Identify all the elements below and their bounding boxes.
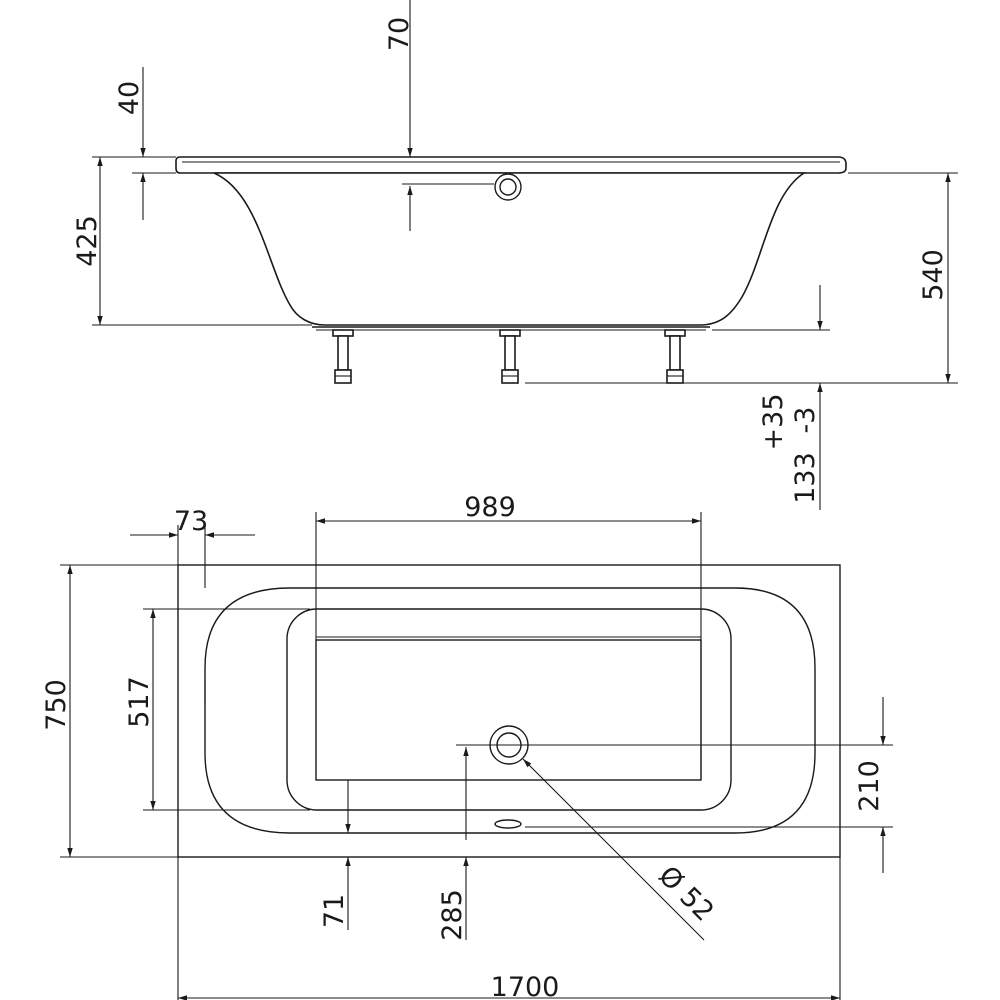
side-view: 70 40 425 540 +35 -3 133 bbox=[72, 0, 958, 510]
tub-rim bbox=[175, 156, 847, 174]
tub-flat-bottom bbox=[315, 639, 702, 781]
dim-71-label: 71 bbox=[319, 894, 350, 928]
dim-73-label: 73 bbox=[174, 506, 208, 537]
dim-52-label: Ø 52 bbox=[652, 860, 719, 927]
dim-52-leader bbox=[522, 758, 705, 941]
dim-70-label: 70 bbox=[384, 17, 415, 51]
tub-inner-rim bbox=[204, 587, 816, 834]
dim-285-label: 285 bbox=[437, 889, 468, 941]
dim-133-tol-minus: -3 bbox=[790, 407, 821, 434]
dim-989-label: 989 bbox=[464, 492, 516, 523]
dim-517-label: 517 bbox=[124, 676, 155, 728]
dim-40-label: 40 bbox=[114, 81, 145, 115]
tub-outline-top bbox=[177, 564, 841, 858]
overflow-slot bbox=[494, 819, 522, 829]
tub-basin bbox=[286, 608, 732, 811]
leg-right bbox=[664, 329, 686, 384]
dim-750-label: 750 bbox=[41, 679, 72, 731]
dim-210-label: 210 bbox=[854, 760, 885, 812]
leg-left bbox=[332, 329, 354, 384]
tub-body-side bbox=[213, 172, 807, 326]
dim-133-tol-plus: +35 bbox=[758, 394, 789, 451]
overflow-ring-outer bbox=[494, 173, 522, 201]
leg-center bbox=[499, 329, 521, 384]
overflow-ring-inner bbox=[499, 178, 517, 196]
dim-425-label: 425 bbox=[72, 215, 103, 267]
dim-540-label: 540 bbox=[918, 249, 949, 301]
dim-1700-label: 1700 bbox=[491, 972, 560, 1000]
dim-133-label: 133 bbox=[790, 452, 821, 504]
top-view: 989 73 750 517 210 71 285 Ø 52 bbox=[41, 492, 893, 1000]
